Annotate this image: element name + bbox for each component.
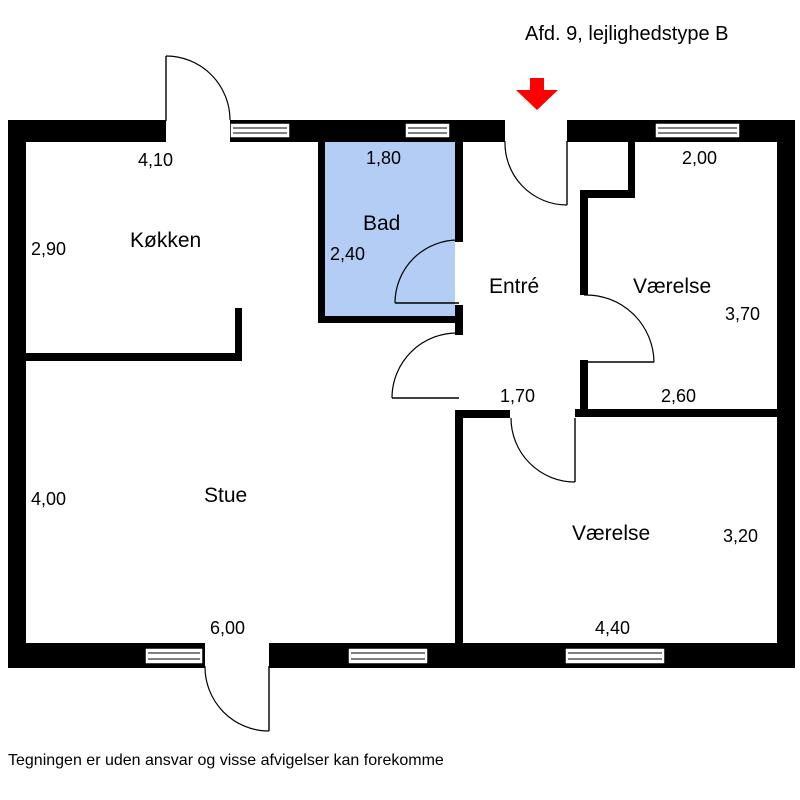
dim-living-width: 6,00: [210, 618, 245, 638]
door-kitchen-exterior: [165, 55, 231, 121]
room-name-living-room: Stue: [204, 484, 247, 507]
bathroom-wall-right: [455, 142, 463, 242]
walls: [8, 120, 795, 668]
living-bedroom-wall: [455, 410, 463, 643]
dim-kitchen-width: 4,10: [138, 150, 173, 170]
door-gap-living: [205, 643, 269, 668]
outer-wall-left: [8, 120, 26, 668]
dim-bedroom-top-width-bottom: 2,60: [661, 386, 696, 406]
kitchen-partition-stub: [235, 308, 242, 361]
dim-living-depth: 4,00: [31, 489, 66, 509]
bedroom-top-wall-stub: [580, 190, 588, 295]
doors: [165, 55, 655, 732]
corridor-wall-right: [575, 409, 777, 417]
windows: [144, 122, 741, 665]
bathroom-area: [325, 140, 455, 318]
room-name-entrance: Entré: [489, 275, 539, 298]
door-front-entrance: [504, 140, 568, 206]
bathroom-wall-left: [318, 142, 325, 322]
window-kitchen-top: [229, 122, 291, 139]
door-gap-front: [505, 120, 567, 142]
corridor-wall-left: [455, 410, 510, 418]
door-bathroom: [394, 239, 460, 304]
bathroom-door-jamb: [455, 305, 463, 335]
window-living-bottom-right: [347, 647, 429, 665]
plan-title: Afd. 9, lejlighedstype B: [525, 23, 728, 45]
door-gap-kitchen: [166, 120, 230, 142]
door-living-room: [391, 332, 460, 399]
dim-bedroom-bottom-depth: 3,20: [723, 526, 758, 546]
window-living-bottom-left: [144, 647, 204, 665]
window-bedroom-bottom: [564, 647, 666, 665]
dim-bathroom-width: 1,80: [366, 148, 401, 168]
dim-bedroom-top-width: 2,00: [682, 148, 717, 168]
room-name-bedroom-top: Værelse: [633, 275, 711, 298]
bedroom-top-wall-upper: [628, 142, 635, 197]
bedroom-top-wall-notch: [580, 190, 635, 198]
dim-kitchen-depth: 2,90: [31, 239, 66, 259]
outer-wall-right: [777, 120, 795, 668]
window-bathroom-top: [404, 122, 451, 139]
window-bedroom-top: [654, 122, 741, 139]
bathroom-wall-bottom: [318, 316, 463, 323]
door-living-exterior: [204, 665, 270, 732]
dim-bedroom-bottom-width: 4,40: [595, 618, 630, 638]
door-bedroom-top: [583, 294, 655, 363]
disclaimer-note: Tegningen er uden ansvar og visse afvige…: [8, 752, 444, 769]
down-arrow-icon: [516, 78, 558, 110]
room-name-kitchen: Køkken: [130, 229, 201, 252]
door-bedroom-bottom: [510, 417, 576, 483]
dim-bedroom-top-depth: 3,70: [725, 304, 760, 324]
dim-entrance-width: 1,70: [500, 386, 535, 406]
bedroom-top-wall-lower: [580, 360, 588, 417]
room-name-bedroom-bottom: Værelse: [572, 522, 650, 545]
dim-bathroom-depth: 2,40: [330, 244, 365, 264]
room-name-bathroom: Bad: [363, 212, 400, 235]
kitchen-partition-wall: [26, 353, 242, 361]
